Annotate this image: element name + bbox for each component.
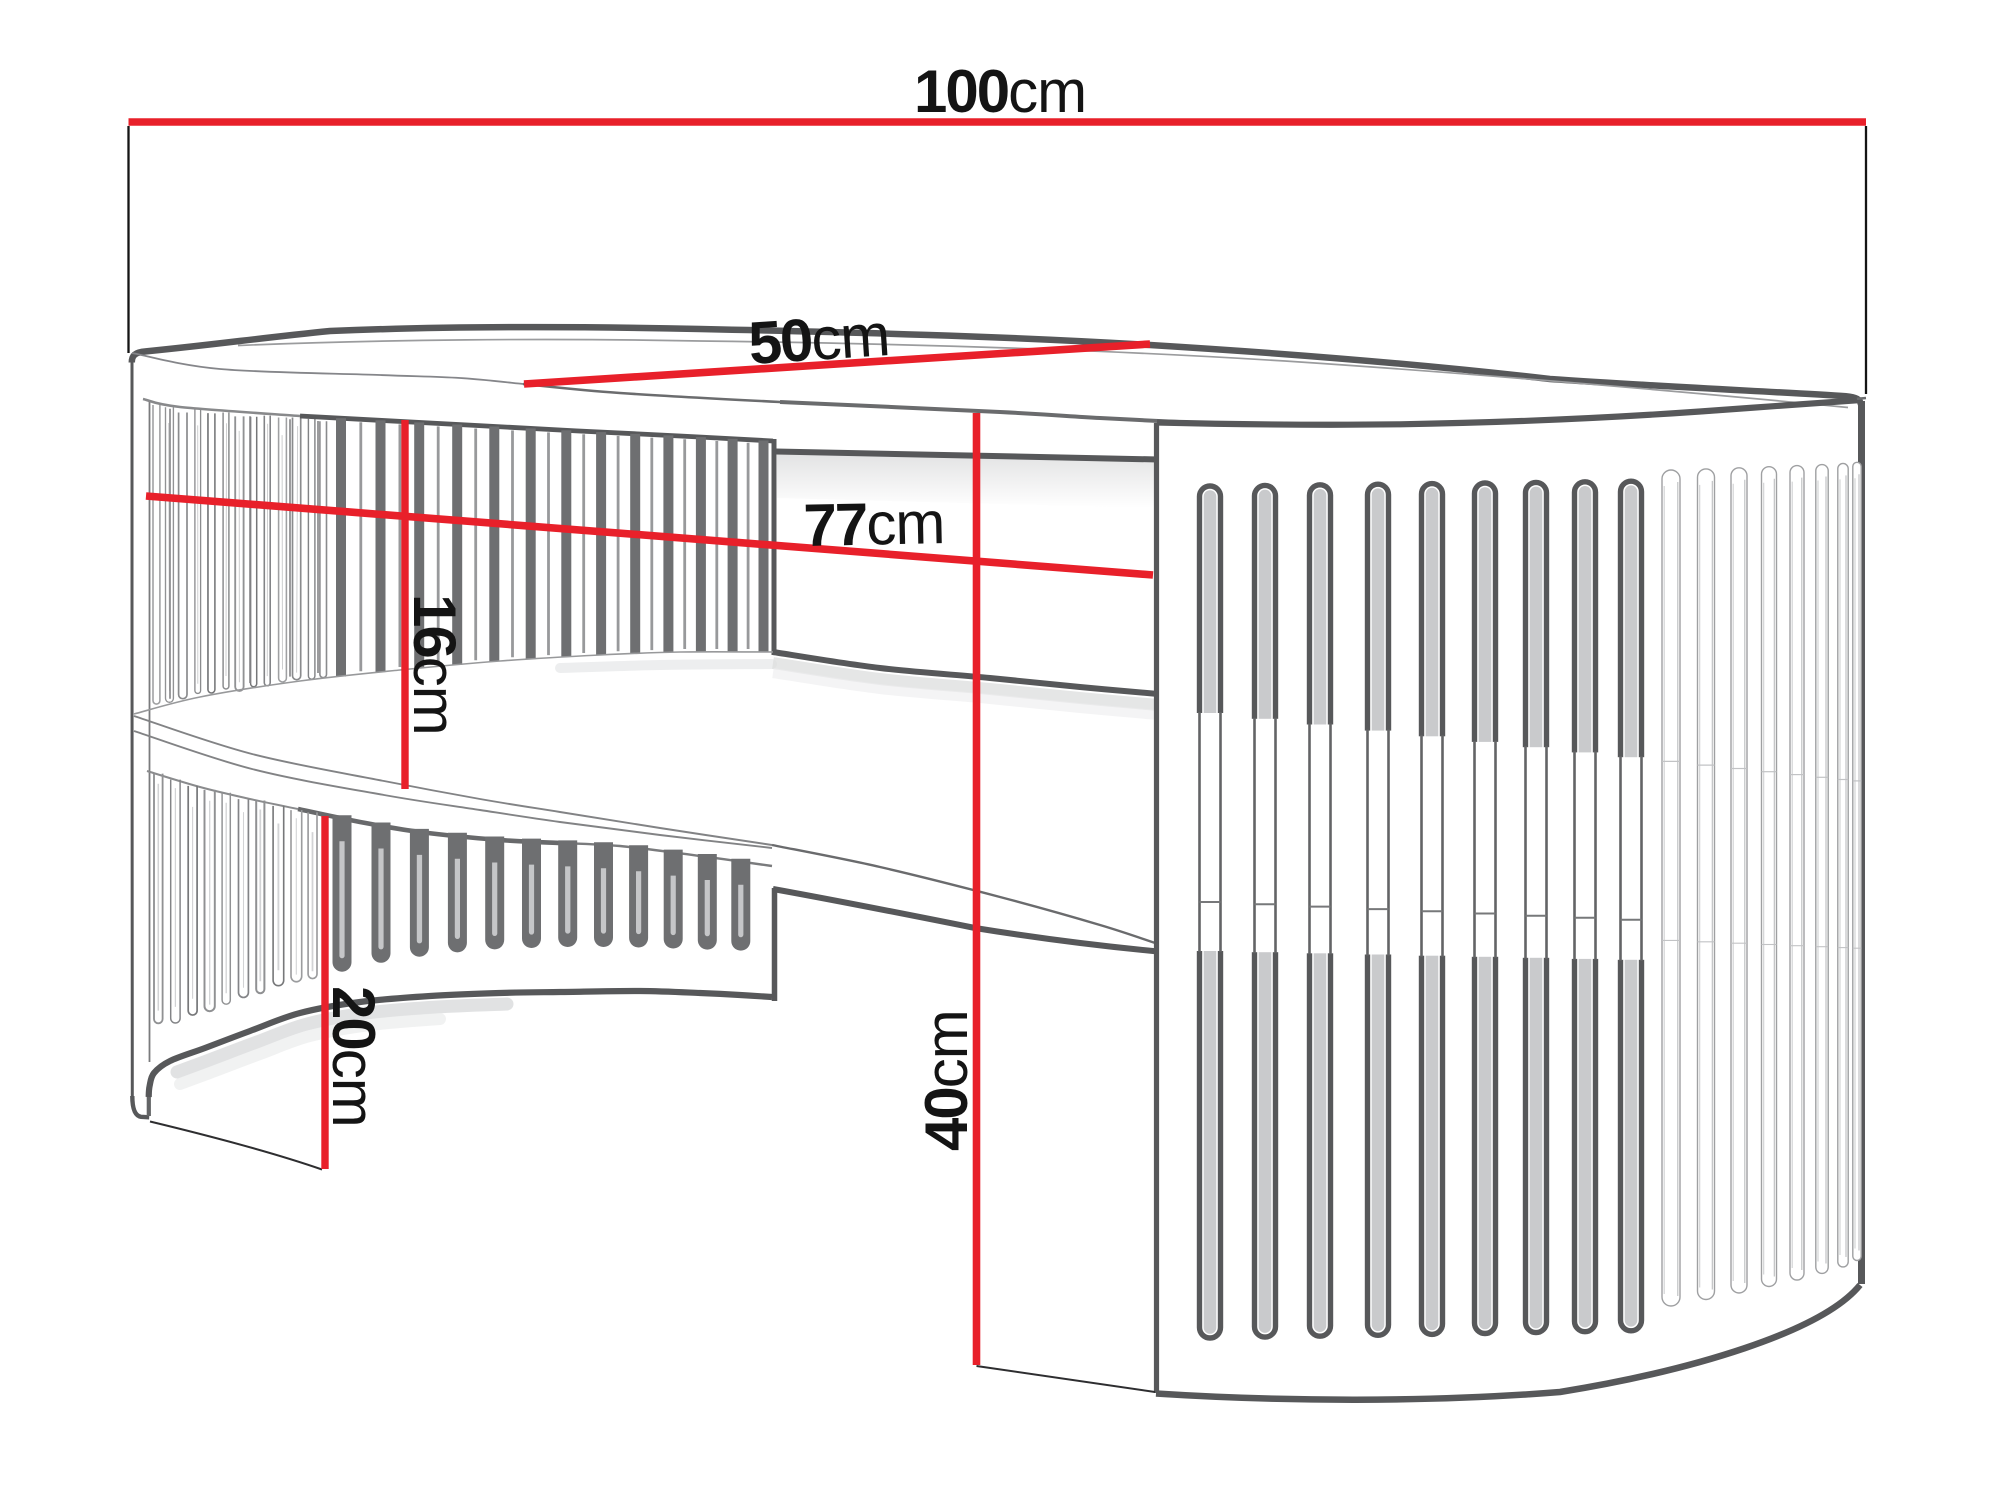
svg-text:50cm: 50cm: [747, 301, 892, 377]
svg-text:20cm: 20cm: [320, 986, 387, 1127]
svg-text:77cm: 77cm: [803, 489, 945, 559]
svg-text:100cm: 100cm: [914, 58, 1086, 125]
svg-text:40cm: 40cm: [913, 1010, 980, 1151]
svg-text:16cm: 16cm: [401, 594, 468, 735]
